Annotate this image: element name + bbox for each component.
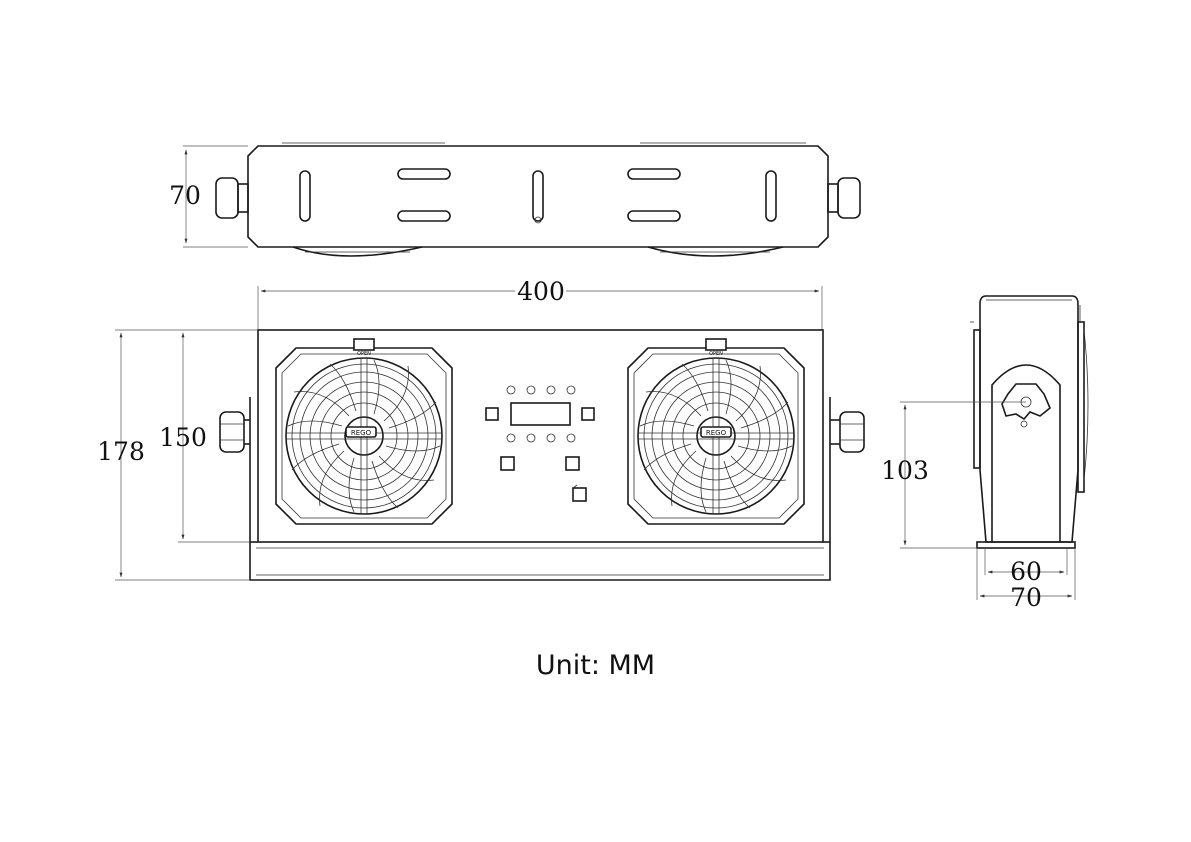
- left-fan-label: REGO: [351, 429, 372, 437]
- side-view: 103 60 70: [881, 295, 1089, 612]
- dim-side-base-outer: 70: [1010, 583, 1042, 612]
- front-view: 400 REGO REGO OPEN OPEN: [97, 277, 865, 581]
- dim-side-base-inner: 60: [1010, 557, 1042, 586]
- dim-front-body-height: 150: [159, 423, 207, 452]
- left-fan-open-label: OPEN: [357, 351, 371, 357]
- control-panel: [485, 385, 595, 502]
- dim-top-height: 70: [169, 181, 201, 210]
- dim-width: 400: [517, 277, 565, 306]
- right-fan-open-label: OPEN: [709, 351, 723, 357]
- dim-side-mount-height: 103: [881, 456, 929, 485]
- dim-front-total-height: 178: [97, 437, 145, 466]
- top-view: 70: [169, 142, 861, 257]
- unit-label: Unit: MM: [535, 650, 656, 681]
- right-fan-label: REGO: [706, 429, 727, 437]
